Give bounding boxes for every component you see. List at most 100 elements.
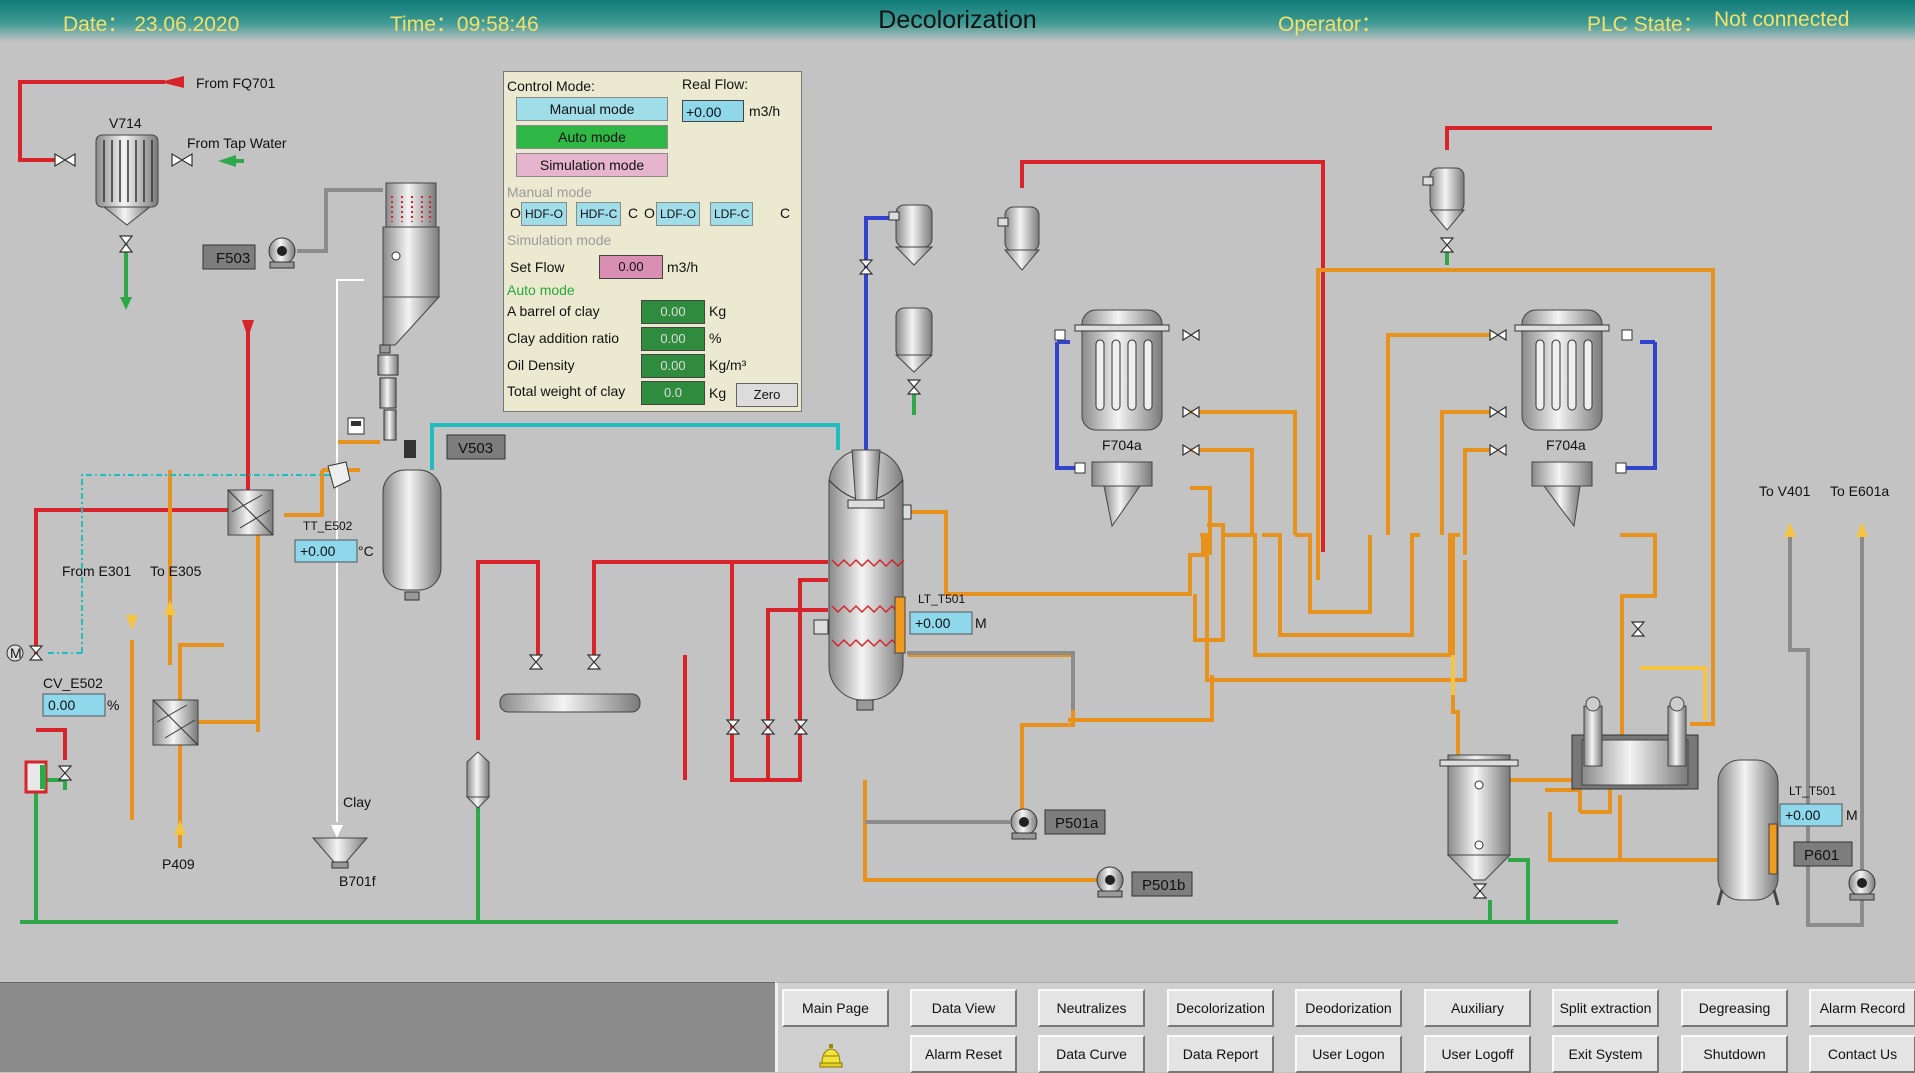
auto-mode-heading: Auto mode: [507, 282, 575, 298]
header-bar: Date： 23.06.2020 Time：09:58:46 Decoloriz…: [0, 0, 1915, 42]
nav-main-page[interactable]: Main Page: [782, 989, 889, 1027]
page-title: Decolorization: [878, 6, 1037, 34]
filter-press: [1571, 696, 1699, 790]
ratio-label: Clay addition ratio: [507, 330, 620, 346]
pipes-blue: [864, 216, 1657, 470]
unit-deg-c: °C: [358, 543, 374, 559]
plc-state-value: Not connected: [1714, 8, 1850, 31]
vessel-small-1: [888, 204, 934, 266]
nav-shutdown[interactable]: Shutdown: [1681, 1035, 1788, 1073]
tag-f503-text: F503: [216, 250, 250, 267]
label-b701f: B701f: [339, 873, 376, 889]
label-from-tap-water: From Tap Water: [187, 135, 287, 151]
label-cv-e502: CV_E502: [43, 675, 103, 691]
horizontal-tube: [499, 693, 641, 713]
valve-o-label-1: O: [510, 205, 521, 221]
nav-user-logoff[interactable]: User Logoff: [1424, 1035, 1531, 1073]
nav-user-logon[interactable]: User Logon: [1295, 1035, 1402, 1073]
nav-data-report[interactable]: Data Report: [1167, 1035, 1274, 1073]
label-lt-t501-right: LT_T501: [1789, 784, 1836, 798]
real-flow-unit: m3/h: [749, 103, 781, 119]
clay-hopper: [347, 182, 441, 458]
value-box-lt-t501: [909, 611, 973, 635]
nav-auxiliary[interactable]: Auxiliary: [1424, 989, 1531, 1027]
nav-contact-us[interactable]: Contact Us: [1809, 1035, 1915, 1073]
set-flow-label: Set Flow: [510, 259, 565, 275]
label-to-e305: To E305: [150, 563, 202, 579]
unit-m-1: M: [975, 615, 987, 631]
alarm-bell-icon[interactable]: [818, 1044, 844, 1068]
value-box-tt-e502: [294, 539, 358, 563]
tank-right: [1716, 759, 1780, 906]
nav-alarm-record[interactable]: Alarm Record: [1809, 989, 1915, 1027]
pipes-teal: [430, 423, 840, 470]
footer-left-area: [0, 982, 775, 1072]
tag-v503: [446, 434, 506, 460]
label-f704a-right: F704a: [1546, 437, 1586, 453]
density-label: Oil Density: [507, 357, 575, 373]
value-lt-t501-right: +0.00: [1785, 807, 1821, 823]
auto-mode-button[interactable]: Auto mode: [516, 125, 668, 149]
control-valve-e502: M: [6, 644, 24, 662]
nav-decolorization[interactable]: Decolorization: [1167, 989, 1274, 1027]
density-unit: Kg/m³: [709, 357, 747, 373]
nav-deodorization[interactable]: Deodorization: [1295, 989, 1402, 1027]
ldf-c-button[interactable]: LDF-C: [710, 202, 754, 226]
value-box-lt-t501-right: [1779, 803, 1843, 827]
real-flow-value: +0.00: [682, 100, 744, 122]
nav-exit-system[interactable]: Exit System: [1552, 1035, 1659, 1073]
simulation-mode-button[interactable]: Simulation mode: [516, 153, 668, 177]
nav-data-curve[interactable]: Data Curve: [1038, 1035, 1145, 1073]
nav-split-extraction[interactable]: Split extraction: [1552, 989, 1659, 1027]
ldf-o-button[interactable]: LDF-O: [656, 202, 700, 226]
barrel-value[interactable]: 0.00: [641, 300, 705, 324]
filter-f704a-left: [1054, 309, 1170, 528]
manual-mode-button[interactable]: Manual mode: [516, 97, 668, 121]
label-from-fq701: From FQ701: [196, 75, 276, 91]
label-to-e601a: To E601a: [1830, 483, 1889, 499]
valve-o-label-2: O: [644, 205, 655, 221]
hdf-c-button[interactable]: HDF-C: [576, 202, 622, 226]
pipes-orange: [130, 268, 1725, 882]
zero-button[interactable]: Zero: [736, 383, 798, 407]
tag-v503-text: V503: [458, 440, 493, 457]
real-flow-label: Real Flow:: [682, 76, 749, 92]
pump-p601: [1848, 869, 1876, 901]
tag-p601-text: P601: [1804, 847, 1839, 864]
label-v714: V714: [109, 115, 142, 131]
pump-p501a: [1010, 808, 1038, 840]
simulation-mode-heading: Simulation mode: [507, 232, 612, 248]
unit-m-2: M: [1846, 807, 1858, 823]
set-flow-input[interactable]: 0.00: [599, 255, 663, 279]
barrel-unit: Kg: [709, 303, 727, 319]
nav-neutralizes[interactable]: Neutralizes: [1038, 989, 1145, 1027]
label-from-e301: From E301: [62, 563, 131, 579]
set-flow-unit: m3/h: [667, 259, 699, 275]
filter-small-left: [465, 751, 491, 809]
ratio-value[interactable]: 0.00: [641, 327, 705, 351]
tag-p501a-text: P501a: [1055, 815, 1099, 832]
column-t501: [813, 449, 912, 711]
hdf-o-button[interactable]: HDF-O: [521, 202, 567, 226]
vessel-small-4: [1422, 167, 1466, 231]
heat-exchanger-p409: [152, 699, 199, 746]
density-value[interactable]: 0.00: [641, 354, 705, 378]
pump-p501b: [1096, 866, 1124, 898]
pipes-gray: [297, 188, 1864, 927]
total-weight-label: Total weight of clay: [507, 383, 626, 399]
label-clay: Clay: [343, 794, 371, 810]
nav-alarm-reset[interactable]: Alarm Reset: [910, 1035, 1017, 1073]
nav-data-view[interactable]: Data View: [910, 989, 1017, 1027]
pipes-teal-dash: [45, 474, 335, 654]
valves: [28, 152, 1646, 899]
tag-p501a: [1044, 809, 1106, 835]
valve-c-label-2: C: [780, 205, 791, 221]
manual-mode-heading: Manual mode: [507, 184, 592, 200]
unit-pct: %: [107, 697, 119, 713]
funnel-b701f: [311, 837, 369, 869]
pipes-green: [20, 159, 1618, 924]
time-label: Time：09:58:46: [390, 13, 539, 36]
nav-degreasing[interactable]: Degreasing: [1681, 989, 1788, 1027]
total-weight-value: 0.0: [641, 381, 705, 405]
tag-p501b-text: P501b: [1142, 877, 1185, 894]
